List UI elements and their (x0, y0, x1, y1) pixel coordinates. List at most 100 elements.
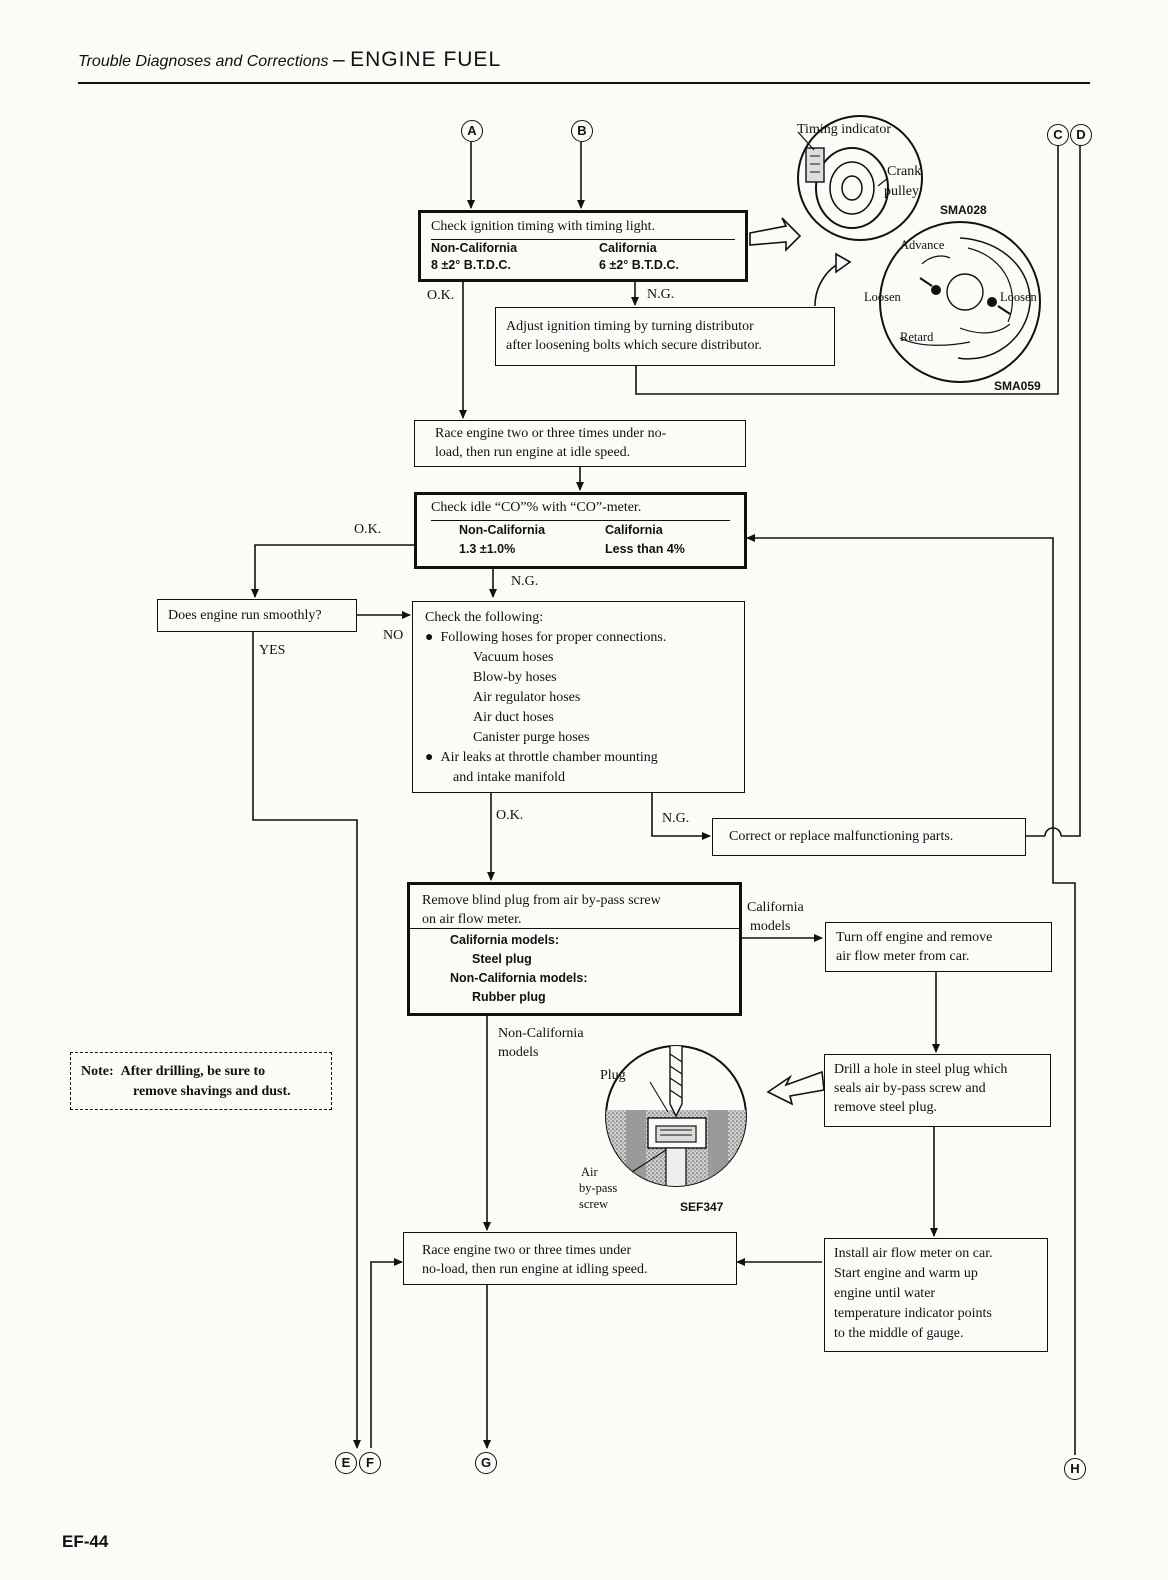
header-rule (78, 82, 1090, 84)
connector-d: D (1070, 124, 1092, 146)
connector-a: A (461, 120, 483, 142)
install-line5: to the middle of gauge. (834, 1326, 964, 1341)
turnoff-line2: air flow meter from car. (836, 949, 970, 964)
timing-col1-val: 8 ±2° B.T.D.C. (431, 258, 511, 272)
noncal-models-label-1: Non-California (498, 1026, 584, 1041)
hose-item: Blow-by hoses (473, 670, 557, 685)
co-col2-val: Less than 4% (605, 542, 685, 556)
page-header: Trouble Diagnoses and Corrections – ENGI… (78, 48, 501, 72)
note-text-2: remove shavings and dust. (133, 1084, 291, 1099)
check-bullet-1: ● Following hoses for proper connections… (425, 630, 667, 645)
co-ng-label: N.G. (511, 574, 539, 589)
distributor-illustration (879, 221, 1041, 383)
install-line1: Install air flow meter on car. (834, 1246, 993, 1261)
no-label: NO (383, 628, 404, 643)
timing-indicator-illustration (797, 115, 923, 241)
connector-e: E (335, 1452, 357, 1474)
co-col2-head: California (605, 523, 663, 537)
blind-cal-head: California models: (450, 933, 560, 947)
air-label-3: screw (579, 1197, 609, 1211)
california-models-label-1: California (747, 900, 804, 915)
co-col1-val: 1.3 ±1.0% (459, 542, 516, 556)
connector-b: B (571, 120, 593, 142)
race-engine-box-1: Race engine two or three times under no-… (414, 420, 746, 467)
connector-c: C (1047, 124, 1069, 146)
timing-spec-table: Non-California California 8 ±2° B.T.D.C.… (431, 240, 735, 274)
plug-illustration (605, 1045, 747, 1187)
adjust-timing-box: Adjust ignition timing by turning distri… (495, 307, 835, 366)
check-bullet2-text: Air leaks at throttle chamber mounting (440, 750, 658, 765)
co-col1-head: Non-California (459, 523, 546, 537)
header-dash: – (332, 48, 346, 71)
advance-label: Advance (900, 238, 945, 252)
timing-col2-val: 6 ±2° B.T.D.C. (599, 258, 679, 272)
noncal-models-label-2: models (498, 1045, 539, 1060)
timing-check-text: Check ignition timing with timing light. (431, 219, 655, 234)
install-line2: Start engine and warm up (834, 1266, 978, 1281)
blind-non-head: Non-California models: (450, 971, 588, 985)
hose-item: Vacuum hoses (473, 650, 554, 665)
co-spec-table: Non-California California 1.3 ±1.0% Less… (431, 521, 730, 559)
note-text-1: After drilling, be sure to (120, 1064, 266, 1079)
hose-item: Canister purge hoses (473, 730, 590, 745)
hose-item: Air duct hoses (473, 710, 554, 725)
note-label: Note: (81, 1064, 114, 1079)
race1-line2: load, then run engine at idle speed. (435, 445, 631, 460)
correct-text: Correct or replace malfunctioning parts. (729, 829, 954, 844)
race2-line2: no-load, then run engine at idling speed… (422, 1262, 648, 1277)
check-title: Check the following: (425, 610, 544, 625)
crank-label-1: Crank (887, 164, 922, 179)
connector-g: G (475, 1452, 497, 1474)
engine-smooth-box: Does engine run smoothly? (157, 599, 357, 632)
california-models-label-2: models (750, 919, 791, 934)
drill-line2: seals air by-pass screw and (834, 1081, 986, 1096)
loosen-right-label: Loosen (1000, 290, 1037, 304)
check-bullet1-text: Following hoses for proper connections. (440, 630, 667, 645)
timing-ng-label: N.G. (647, 287, 675, 302)
timing-ok-label: O.K. (427, 288, 455, 303)
adjust-line1: Adjust ignition timing by turning distri… (506, 319, 754, 334)
drill-line3: remove steel plug. (834, 1100, 938, 1115)
timing-col1-head: Non-California (431, 241, 518, 255)
blind-line1: Remove blind plug from air by-pass screw (422, 893, 661, 908)
note-line1: Note: After drilling, be sure to (81, 1062, 321, 1082)
remove-blind-plug-box: Remove blind plug from air by-pass screw… (407, 882, 742, 1016)
note-box: Note: After drilling, be sure to remove … (70, 1052, 332, 1110)
check-following-box: Check the following: ● Following hoses f… (412, 601, 745, 793)
hose-item: Air regulator hoses (473, 690, 581, 705)
sma028-code: SMA028 (940, 203, 987, 217)
drill-line1: Drill a hole in steel plug which (834, 1062, 1008, 1077)
race-engine-box-2: Race engine two or three times under no-… (403, 1232, 737, 1285)
turn-off-engine-box: Turn off engine and remove air flow mete… (825, 922, 1052, 972)
timing-col2-head: California (599, 241, 657, 255)
drill-hole-box: Drill a hole in steel plug which seals a… (824, 1054, 1051, 1127)
sef347-code: SEF347 (680, 1200, 724, 1214)
page-title: ENGINE FUEL (350, 48, 502, 71)
blind-line2: on air flow meter. (422, 912, 522, 927)
check-bullet-2: ● Air leaks at throttle chamber mounting (425, 750, 658, 765)
air-label-2: by-pass (579, 1181, 618, 1195)
timing-check-box: Check ignition timing with timing light.… (418, 210, 748, 282)
sma059-code: SMA059 (994, 379, 1041, 393)
blind-non-val: Rubber plug (472, 990, 546, 1004)
adjust-line2: after loosening bolts which secure distr… (506, 338, 762, 353)
air-label-1: Air (581, 1165, 598, 1179)
correct-parts-box: Correct or replace malfunctioning parts. (712, 818, 1026, 856)
blind-separator (410, 928, 739, 929)
install-line4: temperature indicator points (834, 1306, 992, 1321)
retard-label: Retard (900, 330, 934, 344)
section-title: Trouble Diagnoses and Corrections (78, 53, 329, 70)
connector-h: H (1064, 1458, 1086, 1480)
install-line3: engine until water (834, 1286, 936, 1301)
crank-label-2: pulley (884, 184, 919, 199)
smooth-text: Does engine run smoothly? (168, 608, 322, 623)
page-number: EF-44 (62, 1532, 109, 1551)
connector-f: F (359, 1452, 381, 1474)
plug-label: Plug (600, 1068, 626, 1083)
timing-indicator-label: Timing indicator (797, 122, 891, 137)
check-bullet2-cont: and intake manifold (453, 770, 565, 785)
co-separator (431, 520, 730, 521)
yes-label: YES (259, 643, 286, 658)
co-check-box: Check idle “CO”% with “CO”-meter. Non-Ca… (414, 492, 747, 569)
